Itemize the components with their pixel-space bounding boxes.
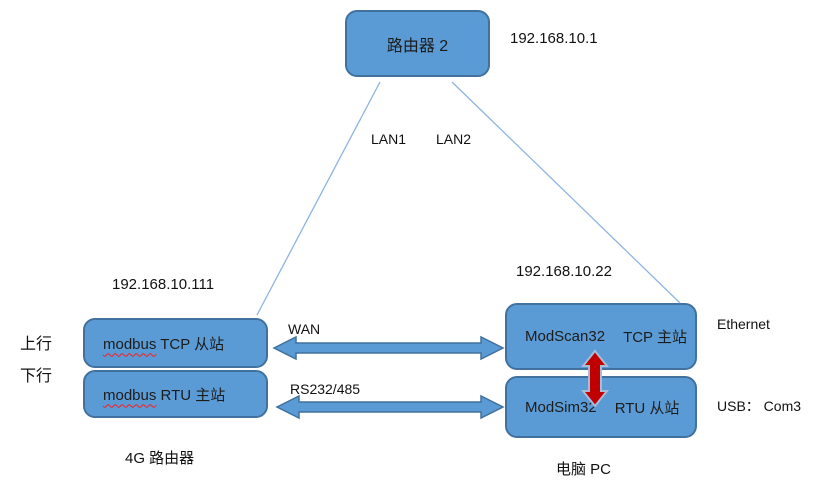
router-ip-label: 192.168.10.1 (510, 30, 598, 47)
modbus-rtu-master-node: modbus RTU 主站 (83, 370, 268, 418)
uplink-direction-label: 上行 (20, 336, 53, 353)
modbus-word: modbus (103, 386, 157, 404)
lan2-label: LAN2 (436, 131, 472, 147)
modbus-tcp-slave-node: modbus TCP 从站 (83, 318, 268, 368)
downlink-direction-label: 下行 (20, 368, 53, 385)
modscan32-app-label: ModScan32 (525, 328, 606, 345)
modbus-rtu-master-label: modbus RTU 主站 (103, 384, 225, 405)
ethernet-port-label: Ethernet (717, 316, 770, 332)
left-device-caption: 4G 路由器 (125, 450, 195, 467)
wan-connection-label: WAN (288, 321, 321, 337)
modscan32-tcp-master-node: ModScan32 TCP 主站 (505, 303, 697, 370)
wan-double-arrow (272, 335, 505, 361)
rtu-master-rest: RTU 主站 (156, 386, 226, 404)
right-device-caption: 电脑 PC (556, 461, 612, 478)
modbus-tcp-slave-label: modbus TCP 从站 (103, 333, 224, 354)
modsim32-rtu-slave-node: ModSim32 RTU 从站 (505, 376, 697, 438)
tcp-master-role-label: TCP 主站 (623, 329, 687, 346)
left-device-ip-label: 192.168.10.111 (112, 276, 215, 293)
tcp-slave-rest: TCP 从站 (156, 335, 225, 353)
lan1-connector-line (256, 81, 381, 316)
modsim32-app-label: ModSim32 (525, 398, 597, 416)
rtu-slave-role-label: RTU 从站 (614, 399, 680, 417)
right-device-ip-label: 192.168.10.22 (516, 263, 612, 280)
modbus-word: modbus (103, 335, 157, 353)
router-label: 路由器 2 (386, 37, 449, 55)
serial-connection-label: RS232/485 (290, 381, 361, 397)
usb-port-label: USB： Com3 (717, 398, 802, 414)
lan1-label: LAN1 (371, 131, 407, 147)
router-node: 路由器 2 (345, 10, 490, 77)
serial-double-arrow (275, 394, 505, 420)
